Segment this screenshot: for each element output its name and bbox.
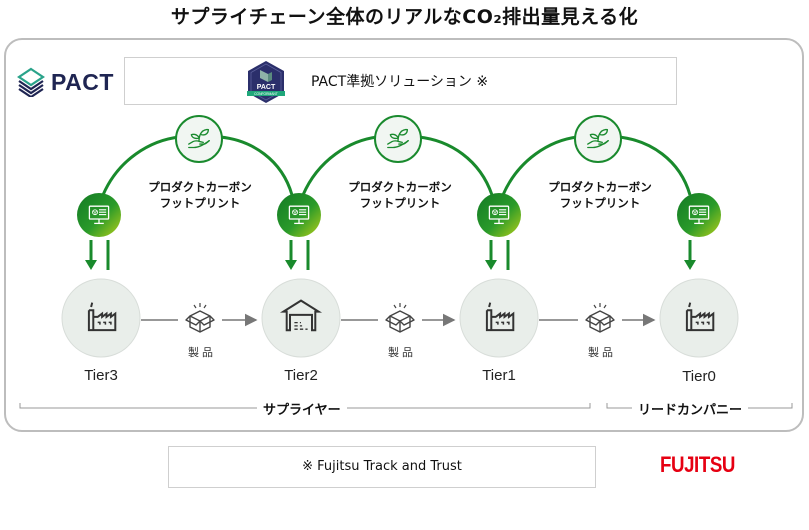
- product-box-icon: [585, 302, 615, 333]
- supplier-group-label: サプライヤー: [257, 399, 347, 418]
- system-node-tier3: [77, 193, 121, 237]
- fujitsu-logo: FUJITSU: [660, 452, 735, 478]
- system-node-tier1: [477, 193, 521, 237]
- pact-logo-text: PACT: [51, 68, 114, 95]
- product-box-icon: [185, 302, 215, 333]
- pact-logo: PACT: [16, 66, 121, 98]
- pcf-label-1: プロダクトカーボン フットプリント: [135, 179, 265, 211]
- pcf-label-2: プロダクトカーボン フットプリント: [335, 179, 465, 211]
- system-node-tier0: [677, 193, 721, 237]
- data-exchange-arrows: [85, 240, 696, 270]
- pact-solution-label: PACT準拠ソリューション ※: [311, 74, 489, 90]
- badge-text: PACT: [257, 84, 276, 91]
- pcf-label-line2: フットプリント: [359, 196, 441, 210]
- system-node-tier2: [277, 193, 321, 237]
- pcf-arc-2: [301, 135, 494, 196]
- pcf-arc-1: [101, 135, 294, 196]
- product-box-icon: [385, 302, 415, 333]
- tier-label-tier1: Tier1: [482, 367, 516, 384]
- pact-logo-icon: [17, 67, 45, 97]
- pcf-node-2: [374, 115, 422, 163]
- tier-node-tier0: [659, 278, 739, 358]
- pact-solution-box: PACT CONFORMANT PACT準拠ソリューション ※: [124, 57, 677, 105]
- tier-label-tier2: Tier2: [284, 367, 318, 384]
- pcf-arc-3: [501, 135, 692, 196]
- tier-label-tier3: Tier3: [84, 367, 118, 384]
- pcf-label-line2: フットプリント: [159, 196, 241, 210]
- pcf-label-line1: プロダクトカーボン: [348, 180, 452, 194]
- pcf-label-3: プロダクトカーボン フットプリント: [535, 179, 665, 211]
- tier-node-tier3: [61, 278, 141, 358]
- product-label: 製品: [388, 346, 416, 359]
- tier-label-tier0: Tier0: [682, 368, 716, 385]
- pcf-label-line2: フットプリント: [559, 196, 641, 210]
- pcf-node-3: [574, 115, 622, 163]
- lead-company-group-label: リードカンパニー: [632, 399, 749, 418]
- badge-subtext: CONFORMANT: [254, 92, 278, 96]
- product-label: 製品: [188, 346, 216, 359]
- pcf-node-1: [175, 115, 223, 163]
- footnote-box: ※ Fujitsu Track and Trust: [168, 446, 596, 488]
- pcf-label-line1: プロダクトカーボン: [148, 180, 252, 194]
- tier-node-tier1: [459, 278, 539, 358]
- fujitsu-logo-text: FUJITSU: [660, 452, 735, 477]
- pact-conformant-badge-icon: PACT CONFORMANT: [247, 61, 285, 103]
- page-title: サプライチェーン全体のリアルなCO₂排出量見える化: [170, 6, 639, 28]
- pcf-arcs: [101, 135, 692, 196]
- footnote-text: ※ Fujitsu Track and Trust: [302, 459, 462, 474]
- pcf-label-line1: プロダクトカーボン: [548, 180, 652, 194]
- product-label: 製品: [588, 346, 616, 359]
- tier-node-tier2: [261, 278, 341, 358]
